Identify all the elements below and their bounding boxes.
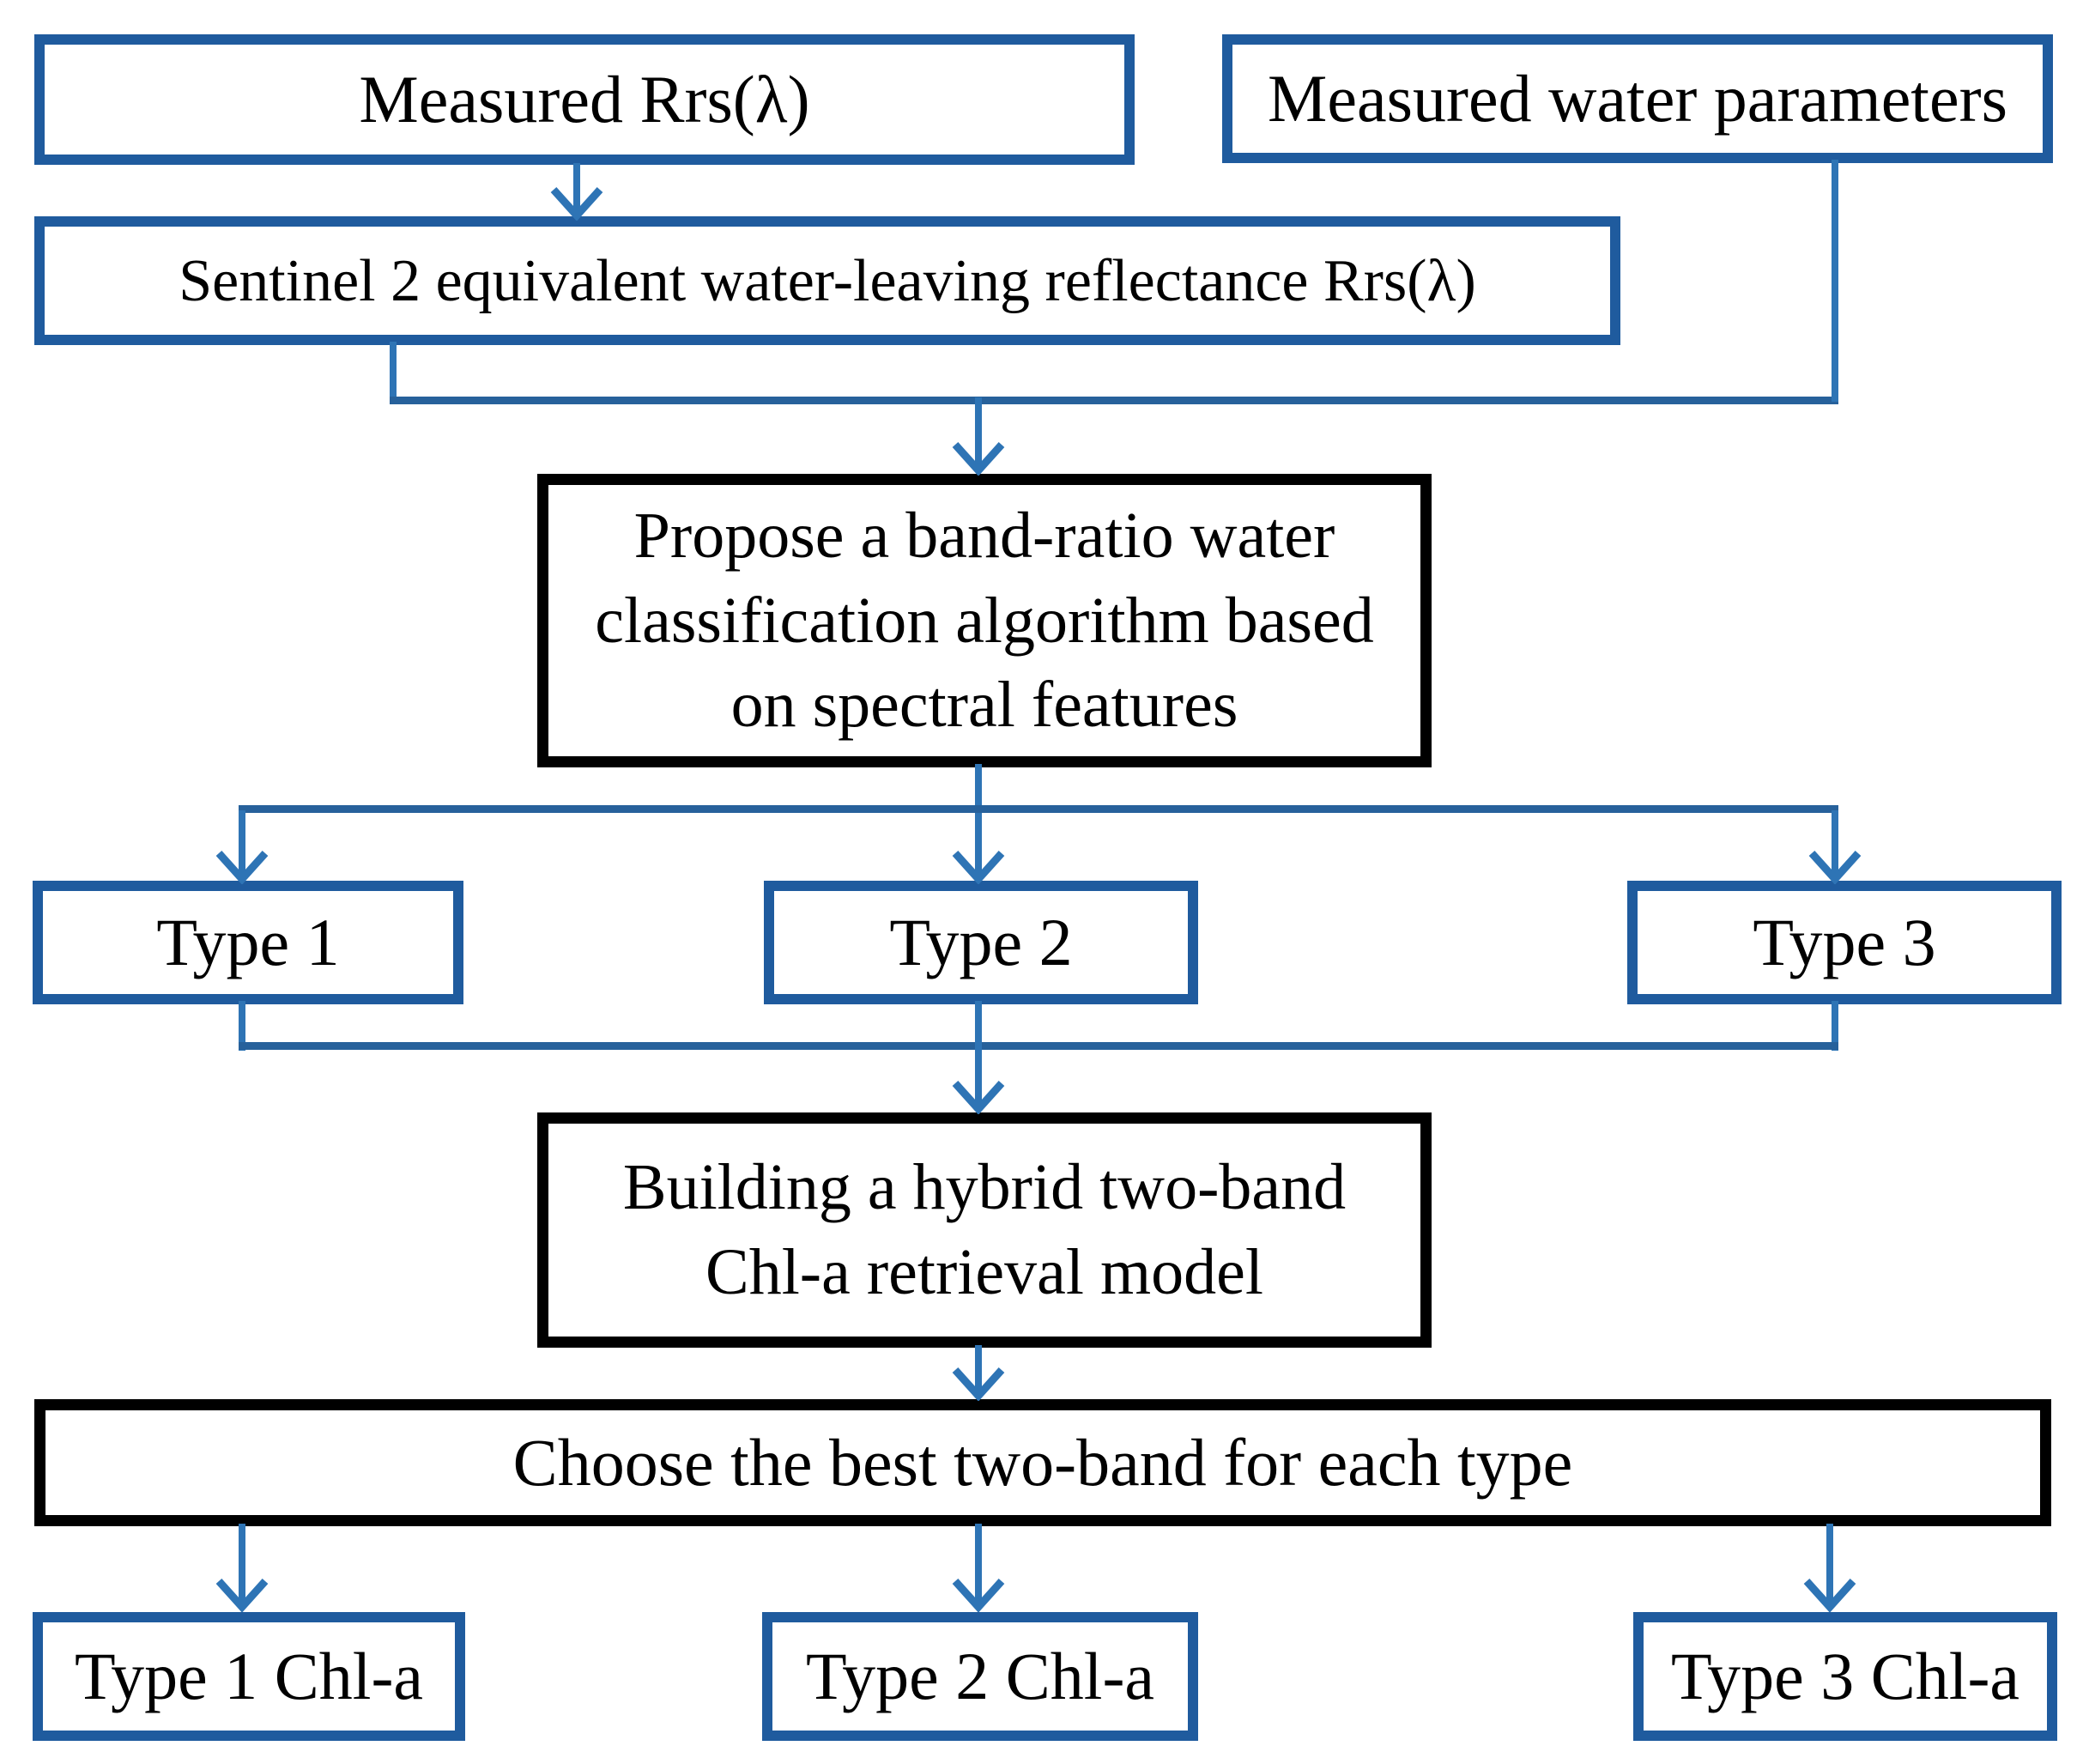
arrow-down-icon: [952, 1578, 1005, 1612]
node-type2-chla-label: Type 2 Chl-a: [805, 1639, 1155, 1714]
connector-line: [1832, 1001, 1838, 1051]
connector-line: [1826, 1524, 1833, 1604]
connector-line: [975, 1345, 982, 1395]
connector-line: [975, 1524, 982, 1604]
connector-line: [975, 764, 982, 876]
node-type3: Type 3: [1627, 881, 2062, 1004]
node-sentinel-reflectance-label: Sentinel 2 equivalent water-leaving refl…: [179, 247, 1476, 314]
connector-line: [1832, 810, 1838, 876]
connector-line: [975, 1001, 982, 1107]
connector-line: [975, 397, 982, 466]
arrow-down-icon: [952, 1367, 1005, 1401]
node-type2: Type 2: [764, 881, 1198, 1004]
connector-line: [239, 1524, 245, 1604]
node-measured-rrs: Measured Rrs(λ): [34, 34, 1135, 165]
node-choose-best-label: Choose the best two-band for each type: [512, 1425, 1573, 1500]
node-propose-algorithm-label: Propose a band-ratio water classificatio…: [595, 499, 1374, 742]
node-type2-chla: Type 2 Chl-a: [762, 1612, 1198, 1741]
node-type3-label: Type 3: [1753, 905, 1936, 980]
node-choose-best: Choose the best two-band for each type: [34, 1399, 2051, 1526]
arrow-down-icon: [215, 850, 269, 884]
node-measured-rrs-label: Measured Rrs(λ): [359, 62, 810, 137]
connector-line: [239, 805, 1838, 813]
node-type1-chla: Type 1 Chl-a: [33, 1612, 465, 1741]
node-type1: Type 1: [33, 881, 463, 1004]
connector-line: [239, 810, 245, 876]
arrow-down-icon: [952, 1080, 1005, 1114]
node-sentinel-reflectance: Sentinel 2 equivalent water-leaving refl…: [34, 216, 1620, 345]
node-propose-algorithm: Propose a band-ratio water classificatio…: [537, 474, 1432, 767]
arrow-down-icon: [952, 850, 1005, 884]
arrow-down-icon: [1803, 1578, 1856, 1612]
node-type3-chla: Type 3 Chl-a: [1633, 1612, 2057, 1741]
node-building-model: Building a hybrid two-band Chl-a retriev…: [537, 1112, 1432, 1348]
arrow-down-icon: [215, 1578, 269, 1612]
node-measured-water-parameters: Measured water parameters: [1222, 34, 2053, 163]
node-measured-water-parameters-label: Measured water parameters: [1268, 61, 2007, 136]
connector-line: [239, 1001, 245, 1051]
node-type1-label: Type 1: [156, 905, 340, 980]
arrow-down-icon: [550, 186, 603, 221]
arrow-down-icon: [1808, 850, 1862, 884]
node-type1-chla-label: Type 1 Chl-a: [74, 1639, 424, 1714]
connector-line: [1832, 160, 1838, 402]
node-type2-label: Type 2: [889, 905, 1073, 980]
connector-line: [390, 397, 1838, 404]
node-type3-chla-label: Type 3 Chl-a: [1670, 1639, 2020, 1714]
connector-line: [390, 342, 397, 402]
arrow-down-icon: [952, 441, 1005, 476]
connector-line: [239, 1042, 1838, 1050]
node-building-model-label: Building a hybrid two-band Chl-a retriev…: [622, 1151, 1347, 1308]
connector-line: [573, 163, 580, 213]
